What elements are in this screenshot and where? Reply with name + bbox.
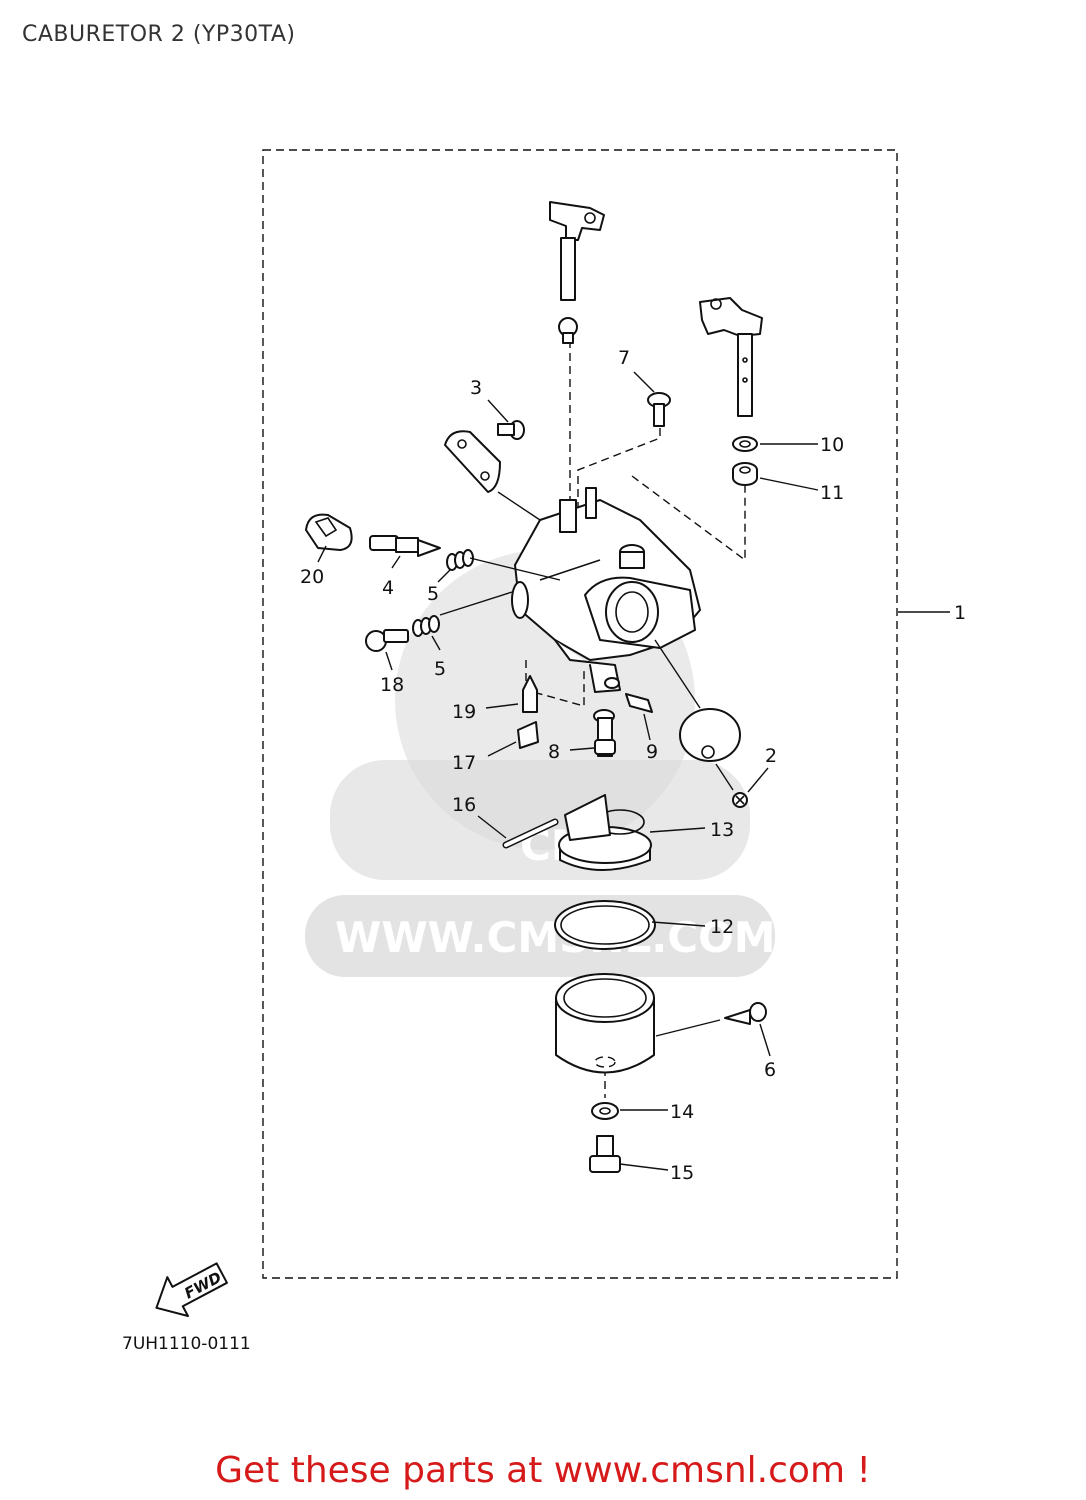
callout-15: 15: [670, 1162, 694, 1184]
footer-cta[interactable]: Get these parts at www.cmsnl.com !: [215, 1450, 871, 1491]
callout-1: 1: [954, 602, 966, 624]
assembly-frame: [262, 149, 898, 1279]
part-choke-lever: [549, 201, 605, 344]
part-float-2: [679, 708, 748, 808]
callout-19: 19: [452, 701, 476, 723]
part-spring-5a: [446, 549, 474, 571]
part-jet-9: [604, 677, 653, 713]
callout-13: 13: [710, 819, 734, 841]
part-needle-4: [369, 535, 441, 557]
part-cap-20: [305, 513, 353, 551]
part-screw-7: [647, 392, 671, 427]
callout-18: 18: [380, 674, 404, 696]
fwd-arrow-icon: FWD: [155, 1262, 228, 1317]
leader-lines: [317, 371, 950, 1171]
part-cover-plate: [444, 430, 501, 493]
part-jet-holder-8: [593, 709, 616, 757]
callout-16: 16: [452, 794, 476, 816]
callout-9: 9: [646, 741, 658, 763]
part-float-arm-13: [558, 794, 652, 871]
part-carburetor-body: [511, 487, 701, 693]
part-throttle-lever: [699, 297, 763, 417]
part-gasket-12: [554, 900, 656, 950]
callout-20: 20: [300, 566, 324, 588]
part-float-needle-19: [522, 675, 538, 713]
callout-8: 8: [548, 741, 560, 763]
callout-3: 3: [470, 377, 482, 399]
watermark: CMS WWW.CMSNL.COM: [305, 550, 776, 977]
part-float-bowl: [555, 973, 655, 1074]
callout-7: 7: [618, 347, 630, 369]
callout-6: 6: [764, 1059, 776, 1081]
callout-5a: 5: [427, 583, 439, 605]
part-clip-17: [517, 721, 539, 749]
page-title: CABURETOR 2 (YP30TA): [22, 22, 296, 47]
callout-17: 17: [452, 752, 476, 774]
part-drain-bolt-15: [589, 1135, 621, 1173]
part-seal-11: [732, 462, 758, 486]
callout-labels: 1 2 3 4 5 5 6 7 8 9 10 11 12 13 14 15 16…: [300, 347, 966, 1184]
callout-11: 11: [820, 482, 844, 504]
part-washer-14: [591, 1102, 619, 1120]
callout-12: 12: [710, 916, 734, 938]
part-spring-5b: [412, 615, 440, 637]
callout-4: 4: [382, 577, 394, 599]
part-screw-3: [497, 420, 525, 440]
callout-10: 10: [820, 434, 844, 456]
exploded-parts-diagram: CMS WWW.CMSNL.COM: [155, 149, 966, 1317]
callout-5b: 5: [434, 658, 446, 680]
part-screw-18: [365, 629, 409, 652]
part-washer-10: [732, 436, 758, 452]
part-screw-6: [724, 1002, 767, 1025]
callout-14: 14: [670, 1101, 694, 1123]
diagram-code: 7UH1110-0111: [122, 1334, 251, 1354]
callout-2: 2: [765, 745, 777, 767]
